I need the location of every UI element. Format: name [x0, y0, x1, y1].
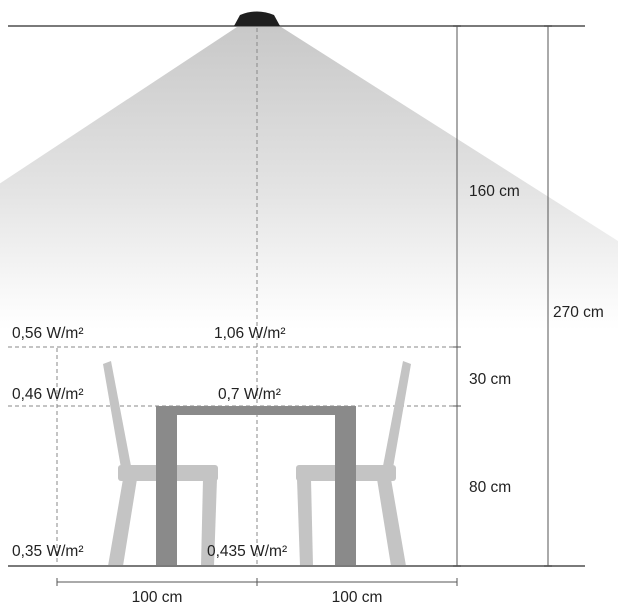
irr-upper-center: 1,06 W/m²: [214, 325, 285, 342]
dim-left-width: 100 cm: [132, 589, 183, 605]
dim-middle-height: 30 cm: [469, 371, 511, 388]
irr-table-center: 0,7 W/m²: [218, 386, 281, 403]
dim-table-height: 80 cm: [469, 479, 511, 496]
width-dimension: [56, 578, 458, 586]
height-dimension-total: [544, 25, 552, 567]
irr-floor-center: 0,435 W/m²: [207, 543, 287, 560]
light-cone: [0, 25, 618, 330]
left-chair: [103, 361, 218, 566]
irr-floor-left: 0,35 W/m²: [12, 543, 83, 560]
height-dimension-inner: [453, 25, 461, 567]
ceiling-lamp-icon: [234, 11, 280, 26]
dim-upper-height: 160 cm: [469, 183, 520, 200]
table: [156, 406, 356, 566]
irr-upper-left: 0,56 W/m²: [12, 325, 83, 342]
irr-table-left: 0,46 W/m²: [12, 386, 83, 403]
dim-right-width: 100 cm: [332, 589, 383, 605]
dim-total-height: 270 cm: [553, 304, 604, 321]
